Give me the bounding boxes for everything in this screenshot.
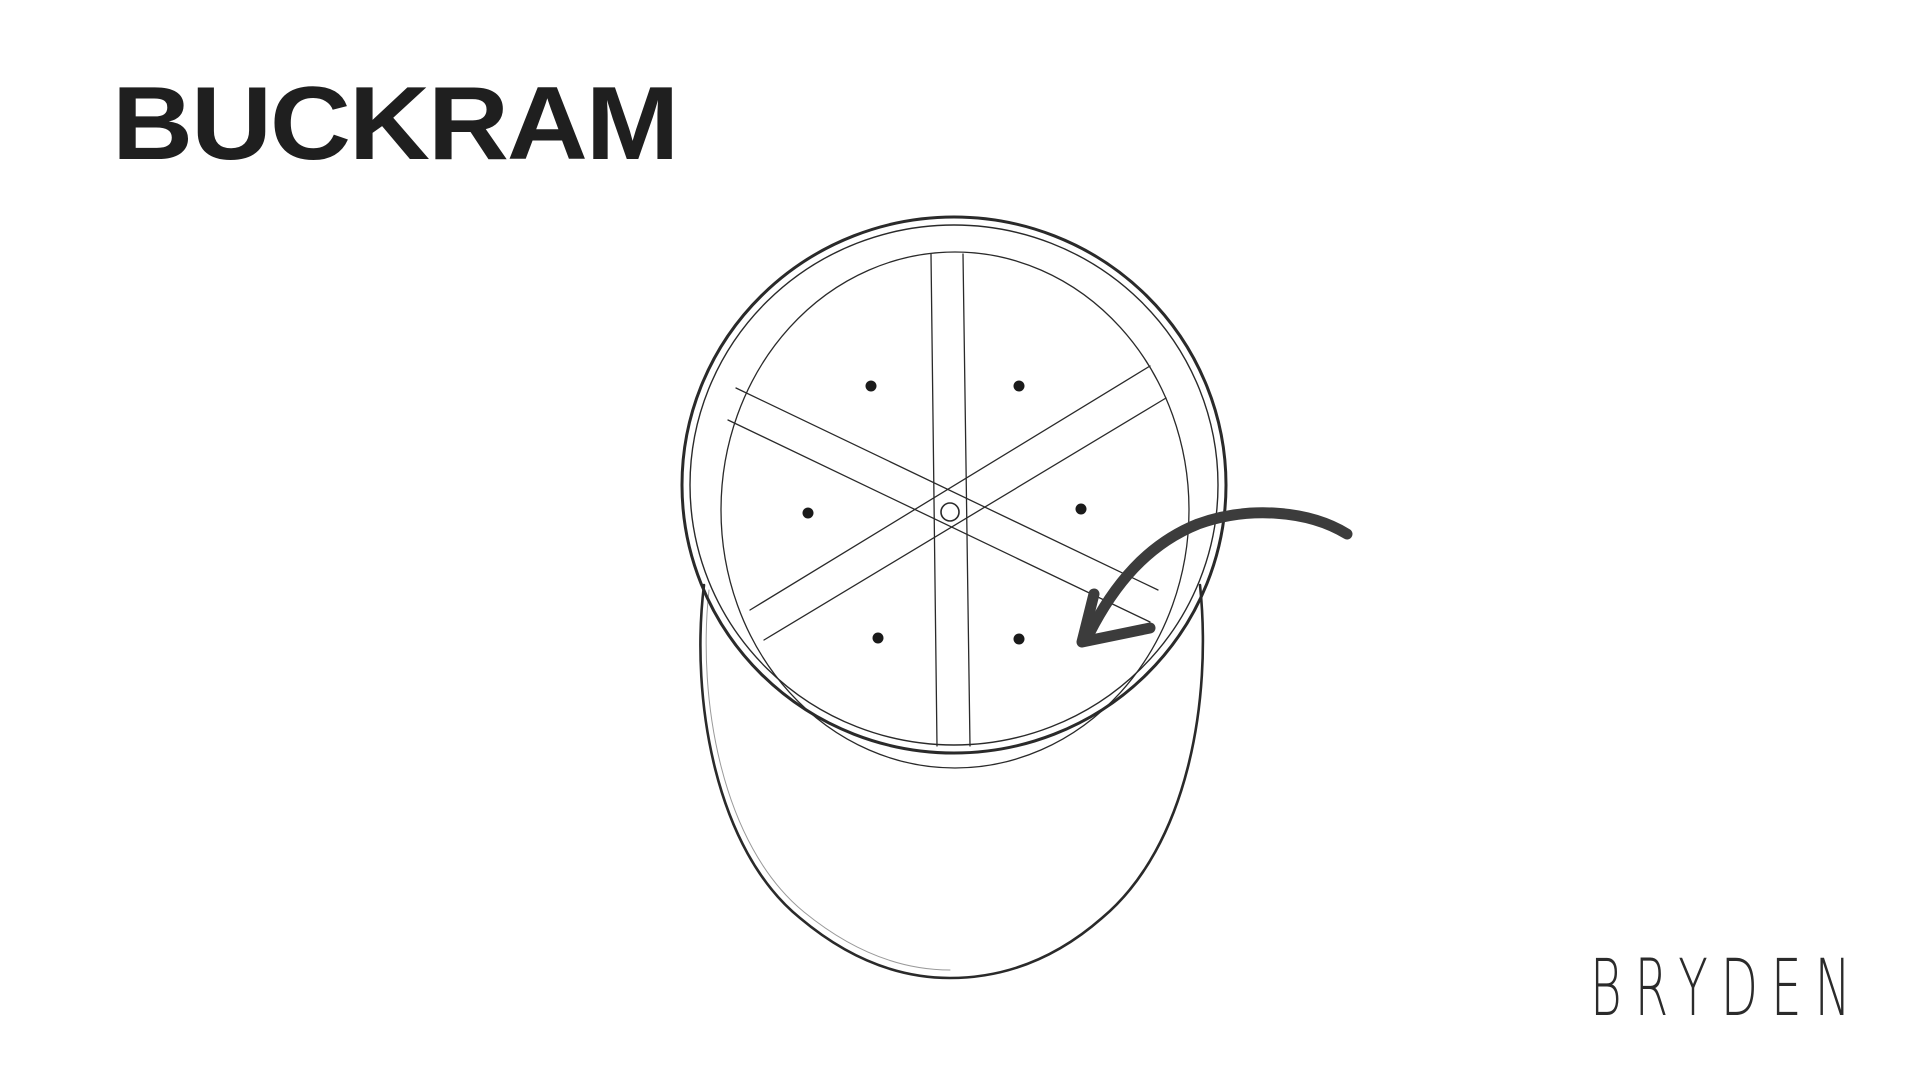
seam-tape-diagonal [735, 387, 1159, 591]
eyelet [1013, 380, 1025, 392]
eyelet [865, 380, 877, 392]
eyelets [802, 380, 1087, 645]
cap-crown-rim [680, 215, 1228, 755]
eyelet [1075, 503, 1087, 515]
curved-arrow-icon [1076, 507, 1353, 648]
eyelet [802, 507, 814, 519]
cap-crown-rim-inner [689, 224, 1219, 746]
eyelet [1013, 633, 1025, 645]
cap-brim [699, 583, 1205, 980]
seam-tape-vertical [930, 253, 938, 747]
cap-crown-interior [720, 251, 1190, 769]
eyelet [872, 632, 884, 644]
brand-logo: BRYDEN [1590, 944, 1864, 1034]
seam-tape-diagonal [749, 365, 1151, 611]
page-title: BUCKRAM [112, 66, 679, 182]
seam-tape-diagonal [763, 397, 1167, 641]
seam-tape-diagonal [727, 419, 1151, 623]
seam-tape-vertical [962, 253, 971, 747]
cap-brim-inner-edge [705, 589, 951, 971]
cap-top-button [940, 502, 960, 522]
